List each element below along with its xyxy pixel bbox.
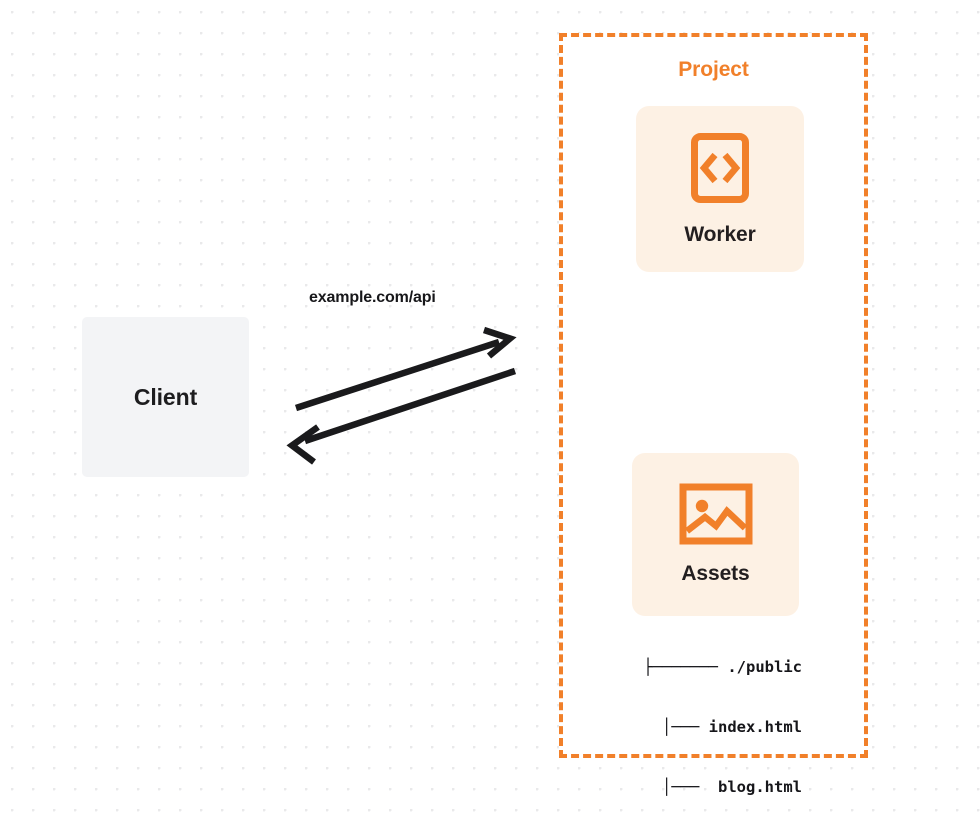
response-arrow <box>286 367 517 465</box>
project-container: Project Worker Assets <box>559 33 868 758</box>
project-title: Project <box>671 58 756 82</box>
request-arrow <box>294 326 517 412</box>
client-node-label: Client <box>133 383 198 410</box>
worker-node[interactable]: Worker <box>636 106 804 272</box>
assets-node[interactable]: Assets <box>632 453 799 616</box>
client-node[interactable]: Client <box>82 317 249 477</box>
connection-url-label: example.com/api <box>309 289 436 306</box>
file-tree-row: │─── blog.html <box>624 778 802 796</box>
worker-node-label: Worker <box>684 222 756 246</box>
file-tree-row: ├─────── ./public <box>643 658 802 676</box>
asset-file-tree: ├─────── ./public │─── index.html │─── b… <box>604 617 802 818</box>
code-brackets-icon <box>690 132 750 209</box>
assets-node-label: Assets <box>681 562 750 585</box>
file-tree-row: │─── index.html <box>624 718 802 736</box>
image-icon <box>679 483 753 550</box>
